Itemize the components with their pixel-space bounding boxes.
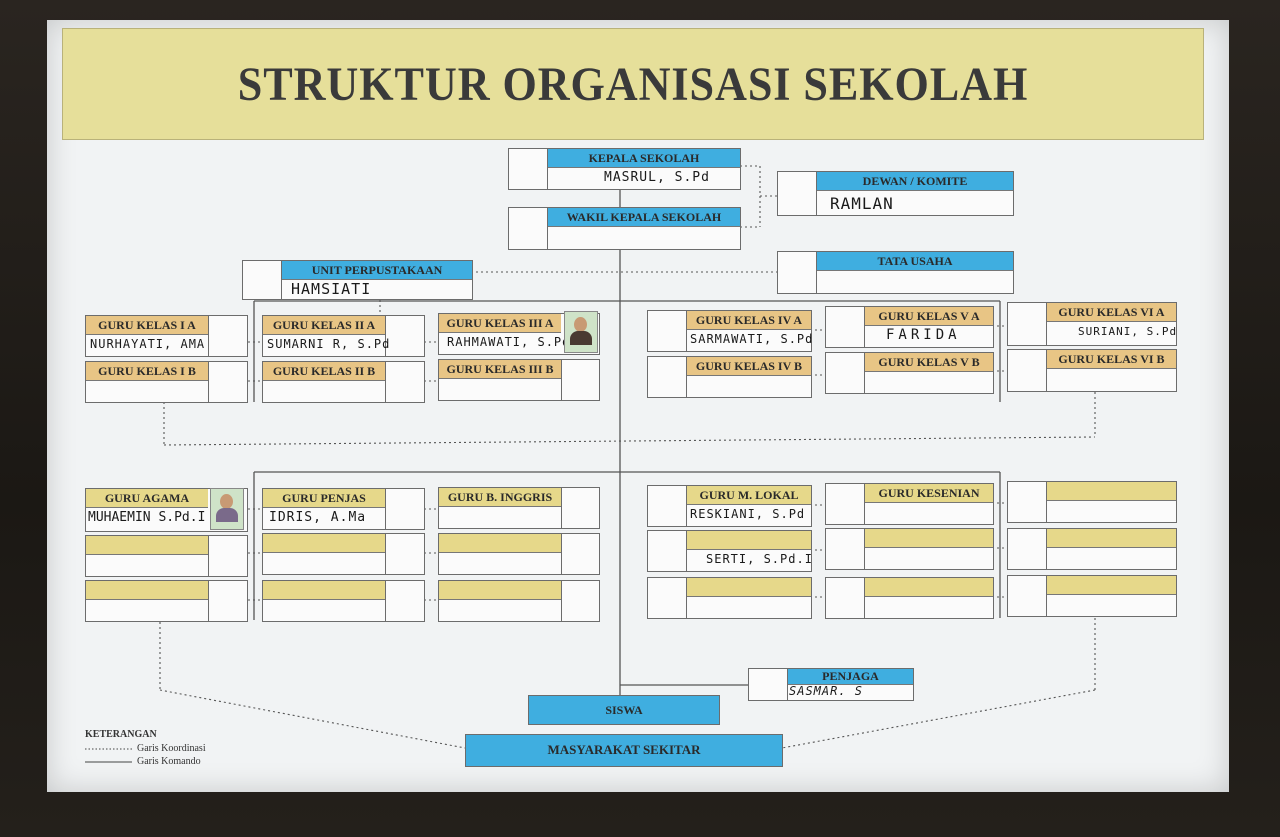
guru-mapel-empty-box <box>438 533 600 575</box>
empty-header <box>865 578 993 597</box>
guru-mapel-empty-box <box>1007 481 1177 523</box>
guru-mlokal-2-label <box>687 531 811 550</box>
legend-komando: Garis Komando <box>137 756 201 767</box>
guru-kelas-1a-name: NURHAYATI, AMA <box>90 337 206 351</box>
guru-kelas-2a-name: SUMARNI R, S.Pd <box>267 337 391 351</box>
guru-kelas-2b-label: GURU KELAS II B <box>263 362 385 381</box>
guru-agama-label: GURU AGAMA <box>86 489 208 508</box>
guru-kelas-4b-box: GURU KELAS IV B <box>647 356 812 398</box>
guru-kelas-3a-box: GURU KELAS III A RAHMAWATI, S.Pd <box>438 311 600 355</box>
kepala-sekolah-box: KEPALA SEKOLAH MASRUL, S.Pd <box>508 148 741 190</box>
guru-mapel-empty-box <box>825 528 994 570</box>
guru-kelas-5a-box: GURU KELAS V A FARIDA <box>825 306 994 348</box>
guru-kelas-2b-box: GURU KELAS II B <box>262 361 425 403</box>
guru-penjas-label: GURU PENJAS <box>263 489 385 508</box>
penjaga-name: SASMAR. S <box>789 684 864 698</box>
legend-koordinasi: Garis Koordinasi <box>137 743 206 754</box>
guru-kelas-3b-label: GURU KELAS III B <box>439 360 561 379</box>
empty-header <box>263 534 385 553</box>
guru-inggris-box: GURU B. INGGRIS <box>438 487 600 529</box>
dewan-komite-name: RAMLAN <box>830 194 894 213</box>
guru-kelas-1a-box: GURU KELAS I A NURHAYATI, AMA <box>85 315 248 357</box>
dewan-komite-box: DEWAN / KOMITE RAMLAN <box>777 171 1014 216</box>
empty-header <box>865 529 993 548</box>
guru-mapel-empty-box <box>647 577 812 619</box>
guru-kelas-4a-label: GURU KELAS IV A <box>687 311 811 330</box>
guru-kelas-5b-box: GURU KELAS V B <box>825 352 994 394</box>
empty-header <box>86 536 208 555</box>
empty-header <box>439 534 561 553</box>
teacher-photo-icon <box>210 488 244 530</box>
siswa-label: SISWA <box>605 703 643 717</box>
guru-mapel-empty-box <box>85 580 248 622</box>
guru-mapel-empty-box <box>262 533 425 575</box>
dewan-komite-label: DEWAN / KOMITE <box>817 172 1013 191</box>
guru-kelas-6a-name: SURIANI, S.Pd <box>1078 325 1178 338</box>
guru-mapel-empty-box <box>1007 528 1177 570</box>
empty-header <box>687 578 811 597</box>
guru-agama-name: MUHAEMIN S.Pd.I <box>88 510 206 525</box>
guru-kelas-5a-label: GURU KELAS V A <box>865 307 993 326</box>
tata-usaha-label: TATA USAHA <box>817 252 1013 271</box>
guru-kelas-1a-label: GURU KELAS I A <box>86 316 208 335</box>
perpustakaan-name: HAMSIATI <box>291 280 372 298</box>
guru-mlokal-2-name: SERTI, S.Pd.I <box>706 552 813 566</box>
guru-mlokal-name: RESKIANI, S.Pd <box>690 507 806 521</box>
guru-mlokal-2-box: SERTI, S.Pd.I <box>647 530 812 572</box>
guru-kelas-2a-label: GURU KELAS II A <box>263 316 385 335</box>
guru-kelas-4a-name: SARMAWATI, S.Pd <box>690 332 814 346</box>
guru-mapel-empty-box <box>85 535 248 577</box>
guru-kelas-1b-label: GURU KELAS I B <box>86 362 208 381</box>
guru-mapel-empty-box <box>825 577 994 619</box>
guru-kelas-2a-box: GURU KELAS II A SUMARNI R, S.Pd <box>262 315 425 357</box>
title-band: STRUKTUR ORGANISASI SEKOLAH <box>62 28 1204 140</box>
guru-kelas-4b-label: GURU KELAS IV B <box>687 357 811 376</box>
empty-header <box>1047 529 1176 548</box>
guru-kelas-4a-box: GURU KELAS IV A SARMAWATI, S.Pd <box>647 310 812 352</box>
guru-agama-box: GURU AGAMA MUHAEMIN S.Pd.I <box>85 488 248 532</box>
guru-kesenian-box: GURU KESENIAN <box>825 483 994 525</box>
masyarakat-label: MASYARAKAT SEKITAR <box>547 742 701 757</box>
perpustakaan-label: UNIT PERPUSTAKAAN <box>282 261 472 280</box>
guru-mapel-empty-box <box>262 580 425 622</box>
wakil-kepala-box: WAKIL KEPALA SEKOLAH <box>508 207 741 250</box>
guru-mapel-empty-box <box>438 580 600 622</box>
guru-penjas-box: GURU PENJAS IDRIS, A.Ma <box>262 488 425 530</box>
perpustakaan-box: UNIT PERPUSTAKAAN HAMSIATI <box>242 260 473 300</box>
guru-kelas-3a-name: RAHMAWATI, S.Pd <box>447 335 571 349</box>
kepala-sekolah-name: MASRUL, S.Pd <box>604 170 710 185</box>
guru-kesenian-label: GURU KESENIAN <box>865 484 993 503</box>
guru-kelas-6b-label: GURU KELAS VI B <box>1047 350 1176 369</box>
legend-title: KETERANGAN <box>85 729 157 740</box>
guru-inggris-label: GURU B. INGGRIS <box>439 488 561 507</box>
empty-header <box>86 581 208 600</box>
tata-usaha-box: TATA USAHA <box>777 251 1014 294</box>
guru-kelas-6b-box: GURU KELAS VI B <box>1007 349 1177 392</box>
empty-header <box>1047 576 1176 595</box>
guru-mapel-empty-box <box>1007 575 1177 617</box>
penjaga-box: PENJAGA SASMAR. S <box>748 668 914 701</box>
guru-mlokal-box: GURU M. LOKAL RESKIANI, S.Pd <box>647 485 812 527</box>
empty-header <box>263 581 385 600</box>
empty-header <box>439 581 561 600</box>
empty-header <box>1047 482 1176 501</box>
masyarakat-box: MASYARAKAT SEKITAR <box>465 734 783 767</box>
guru-kelas-6a-box: GURU KELAS VI A SURIANI, S.Pd <box>1007 302 1177 346</box>
siswa-box: SISWA <box>528 695 720 725</box>
penjaga-label: PENJAGA <box>788 669 913 685</box>
wakil-kepala-label: WAKIL KEPALA SEKOLAH <box>548 208 740 227</box>
guru-kelas-5a-name: FARIDA <box>886 327 961 343</box>
guru-penjas-name: IDRIS, A.Ma <box>269 510 367 525</box>
guru-kelas-3a-label: GURU KELAS III A <box>439 314 561 333</box>
kepala-sekolah-label: KEPALA SEKOLAH <box>548 149 740 168</box>
guru-kelas-5b-label: GURU KELAS V B <box>865 353 993 372</box>
page-title: STRUKTUR ORGANISASI SEKOLAH <box>237 58 1029 111</box>
teacher-photo-icon <box>564 311 598 353</box>
guru-kelas-3b-box: GURU KELAS III B <box>438 359 600 401</box>
guru-kelas-1b-box: GURU KELAS I B <box>85 361 248 403</box>
guru-kelas-6a-label: GURU KELAS VI A <box>1047 303 1176 322</box>
guru-mlokal-label: GURU M. LOKAL <box>687 486 811 505</box>
